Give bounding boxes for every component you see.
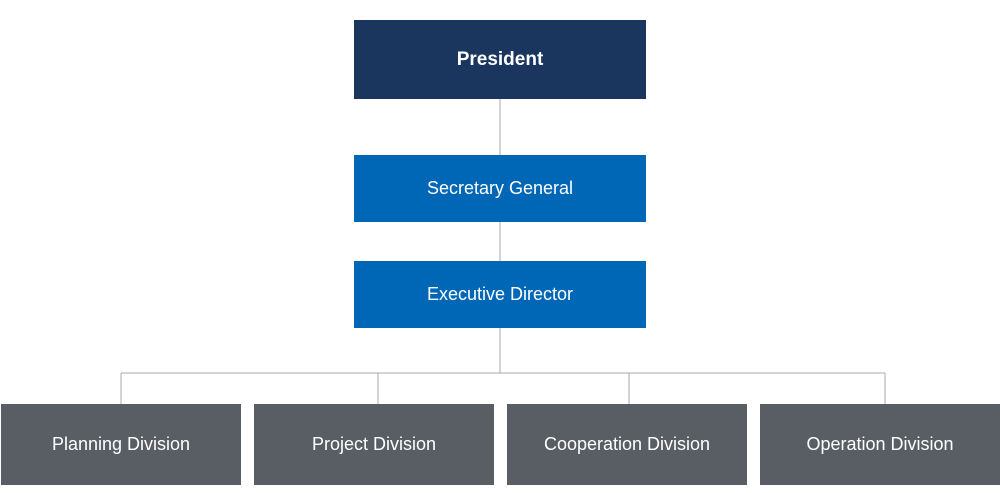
cooperation-division-box: Cooperation Division [507,404,747,485]
operation-division-box: Operation Division [760,404,1000,485]
secretary-general-box: Secretary General [354,155,646,222]
president-box: President [354,20,646,99]
project-division-box: Project Division [254,404,494,485]
planning-division-box: Planning Division [1,404,241,485]
operation-division-label: Operation Division [806,434,954,454]
secretary-general-label: Secretary General [426,178,574,198]
planning-division-label: Planning Division [51,434,191,454]
executive-director-box: Executive Director [354,261,646,328]
project-division-label: Project Division [311,434,437,454]
executive-director-label: Executive Director [426,284,574,304]
president-label: President [456,48,544,70]
cooperation-division-label: Cooperation Division [543,434,711,454]
